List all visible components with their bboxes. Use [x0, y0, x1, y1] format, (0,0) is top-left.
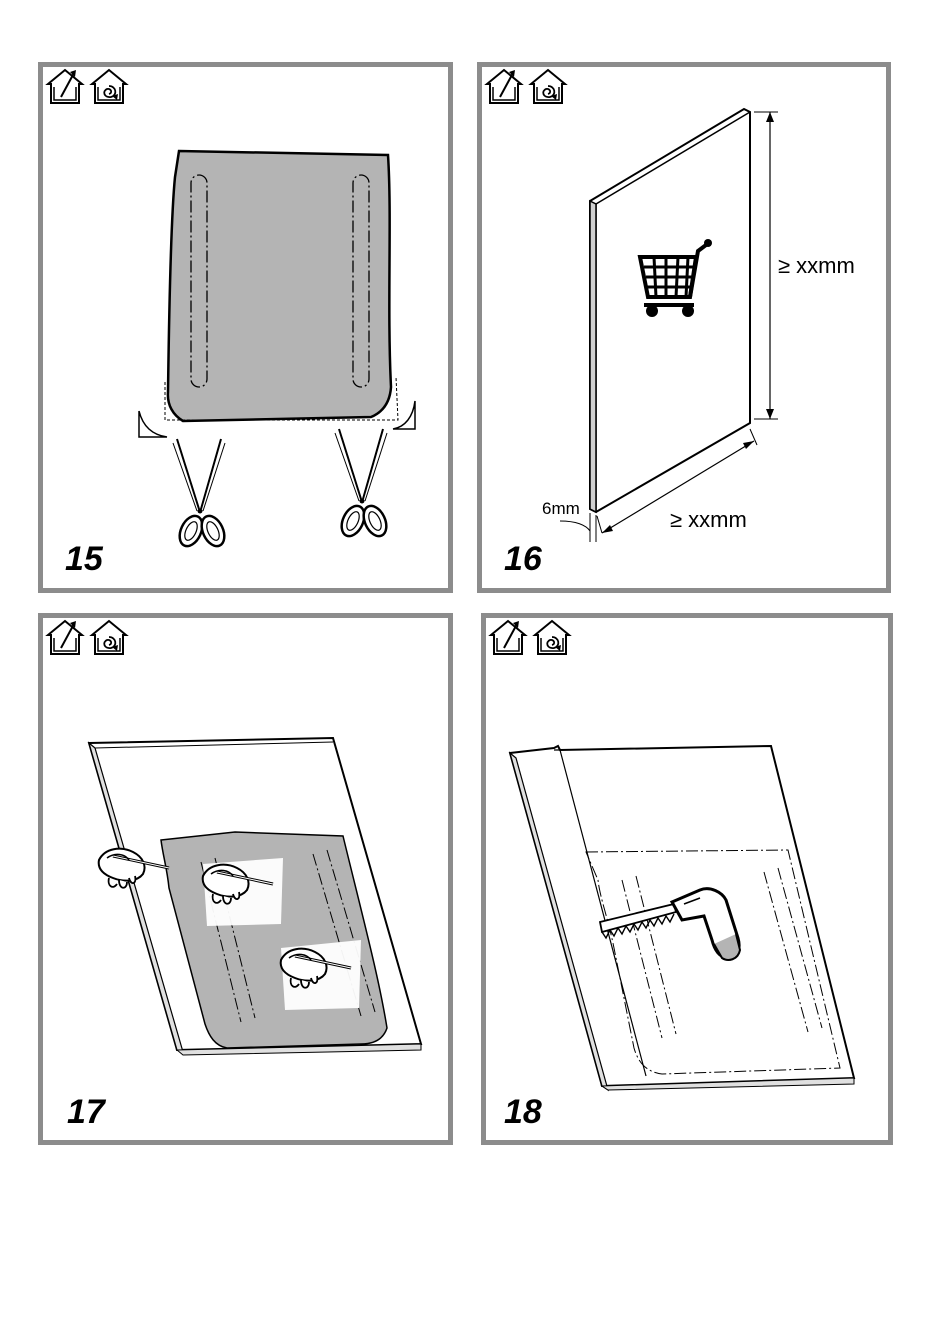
- panel-sawing-illustration: [486, 618, 888, 1140]
- marking-hand-icon: [281, 940, 361, 1010]
- step-number: 15: [65, 542, 103, 576]
- thickness-dimension-label: 6mm: [542, 499, 580, 519]
- step-panel-15: 15: [38, 62, 453, 593]
- width-dimension-label: ≥ xxmm: [670, 507, 747, 533]
- step-number: 16: [504, 542, 542, 576]
- step-panel-16: ≥ xxmm ≥ xxmm 6mm 16: [477, 62, 891, 593]
- scissors-right-icon: [335, 429, 391, 540]
- height-dimension-label: ≥ xxmm: [778, 253, 855, 279]
- step-number: 17: [67, 1095, 105, 1129]
- marking-hand-icon: [203, 858, 283, 926]
- template-marking-illustration: [43, 618, 448, 1140]
- step-panel-18: 18: [481, 613, 893, 1145]
- step-number: 18: [504, 1095, 542, 1129]
- template-sheet: [168, 151, 391, 421]
- scissors-left-icon: [173, 439, 229, 550]
- board-edge: [590, 201, 596, 512]
- step-panel-17: 17: [38, 613, 453, 1145]
- template-cutting-illustration: [43, 67, 448, 588]
